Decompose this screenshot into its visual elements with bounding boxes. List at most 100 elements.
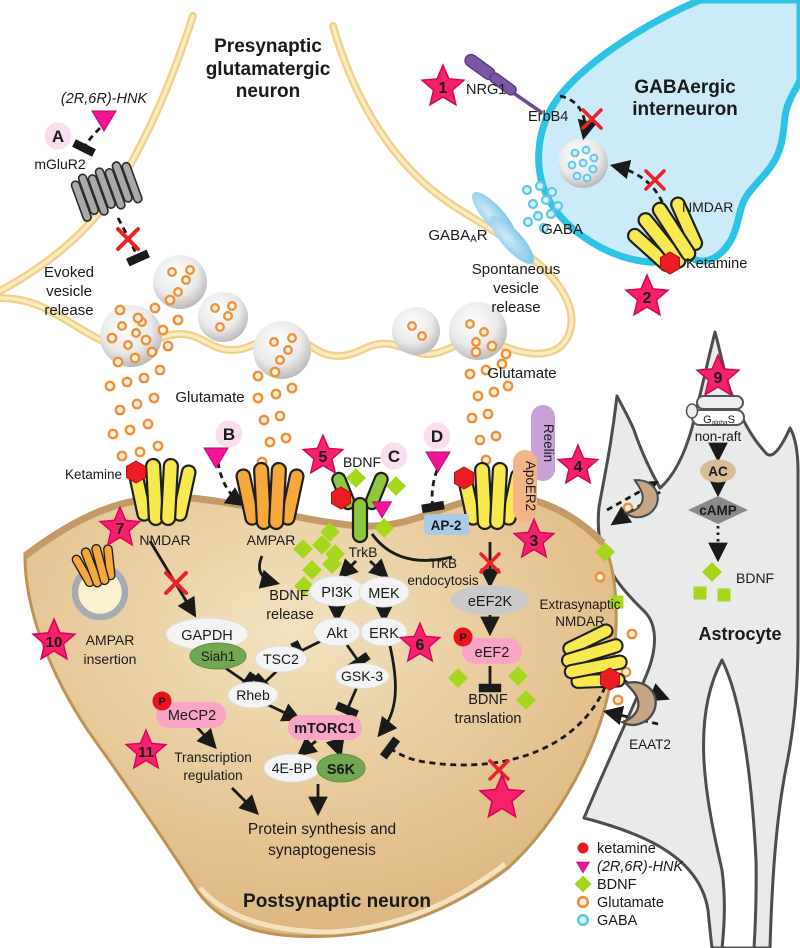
gaba-dots [521, 180, 564, 234]
4ebp-label: 4E-BP [272, 760, 312, 776]
gabaergic-title: GABAergic [634, 77, 736, 98]
badge-b: B [223, 425, 235, 444]
postsynaptic-title: Postsynaptic neuron [243, 891, 431, 912]
svg-text:9: 9 [714, 370, 723, 387]
svg-text:BDNF: BDNF [269, 588, 309, 604]
erbb4-label: ErbB4 [528, 109, 568, 125]
svg-text:NMDAR: NMDAR [555, 614, 605, 629]
apoer2-label: ApoER2 [523, 461, 538, 511]
svg-text:Transcription: Transcription [174, 750, 252, 765]
nmdar-post-label: NMDAR [139, 532, 190, 548]
svg-text:10: 10 [46, 634, 63, 651]
gapdh-label: GAPDH [181, 628, 233, 644]
svg-text:Extrasynaptic: Extrasynaptic [539, 597, 620, 612]
mglur2-receptor [70, 161, 143, 222]
legend-ketamine: ketamine [597, 841, 656, 857]
gabaa-receptor [471, 192, 535, 264]
ampar-label: AMPAR [247, 532, 296, 548]
gaba-ring-icon [576, 913, 590, 927]
galphas-label: GalphaS [703, 414, 735, 427]
svg-text:insertion: insertion [84, 651, 137, 667]
vesicle [253, 321, 311, 379]
reelin-label: Reelin [541, 424, 556, 462]
phospho-badge [152, 691, 172, 711]
nmdar-gaba-label: NMDAR [682, 199, 733, 215]
mglur2-label: mGluR2 [34, 156, 86, 172]
vesicle [198, 292, 248, 342]
glutamate-dots [104, 265, 638, 706]
nrg1-label: NRG1 [466, 82, 506, 98]
ap2-label: AP-2 [431, 518, 462, 533]
trkb-label: TrkB [348, 544, 377, 560]
eef2k-label: eEF2K [468, 594, 513, 610]
svg-text:glutamatergic: glutamatergic [206, 59, 331, 80]
svg-text:Protein synthesis and: Protein synthesis and [248, 821, 396, 838]
rheb-label: Rheb [236, 687, 270, 703]
bdnf-trkb-label: BDNF [343, 454, 381, 470]
ketamine-dot-icon [577, 842, 589, 854]
gaba-label: GABA [541, 221, 583, 238]
svg-text:release: release [266, 607, 314, 623]
eef2-label: eEF2 [475, 645, 510, 661]
star-numbers: 1 2 3 4 5 6 7 9 10 11 [46, 80, 723, 761]
legend-hnk: (2R,6R)-HNK [597, 859, 685, 875]
legend-gaba: GABA [597, 913, 638, 929]
svg-text:vesicle: vesicle [46, 283, 92, 300]
badge-d: D [431, 427, 443, 446]
legend-bdnf: BDNF [597, 877, 637, 893]
ketamine-post-label: Ketamine [65, 467, 122, 482]
svg-text:regulation: regulation [183, 768, 242, 783]
tsc2-label: TSC2 [263, 651, 299, 667]
svg-text:BDNF: BDNF [468, 692, 508, 708]
svg-text:endocytosis: endocytosis [407, 573, 479, 588]
pi3k-label: PI3K [321, 585, 353, 601]
ketamine-gaba-label: Ketamine [686, 256, 747, 272]
glutamate-label-left: Glutamate [175, 389, 244, 406]
svg-text:6: 6 [416, 637, 425, 654]
bdnf-astro-label: BDNF [736, 570, 774, 586]
svg-text:4: 4 [574, 459, 583, 476]
svg-text:vesicle: vesicle [493, 280, 539, 297]
presynaptic-title: Presynaptic [214, 36, 322, 57]
svg-text:interneuron: interneuron [632, 99, 738, 120]
vesicle [153, 255, 207, 309]
camp-label: cAMP [699, 503, 737, 518]
gaba-vesicle [558, 138, 608, 188]
svg-text:release: release [44, 302, 93, 319]
mek-label: MEK [368, 586, 400, 602]
phospho-badge [453, 627, 473, 647]
step-badges: A B C D [44, 122, 451, 470]
text-labels: Presynaptic glutamatergic neuron GABAerg… [34, 36, 781, 912]
svg-text:neuron: neuron [236, 81, 300, 102]
svg-text:P: P [158, 696, 165, 708]
mecp2-label: MeCP2 [168, 708, 216, 724]
svg-text:3: 3 [530, 533, 539, 550]
svg-text:11: 11 [138, 744, 154, 761]
gabaar-label: GABAAR [428, 227, 487, 245]
svg-text:Spontaneous: Spontaneous [472, 261, 560, 278]
mtorc1-label: mTORC1 [294, 721, 356, 737]
erk-label: ERK [369, 626, 399, 642]
hnk-triangle-icon [576, 861, 590, 874]
svg-text:translation: translation [455, 711, 522, 727]
siah1-label: Siah1 [201, 649, 236, 664]
bdnf-diamond-icon [574, 875, 592, 893]
astrocyte-title: Astrocyte [698, 624, 781, 644]
gsk3-label: GSK-3 [341, 668, 383, 684]
svg-text:P: P [459, 632, 466, 644]
nrg1-ligand [464, 53, 517, 96]
svg-text:synaptogenesis: synaptogenesis [268, 842, 376, 859]
ampar-insertion-vesicle [68, 539, 129, 621]
svg-text:7: 7 [116, 521, 125, 538]
hnk-label: (2R,6R)-HNK [61, 91, 149, 107]
signaling-nodes [152, 395, 748, 783]
nonraft-label: non-raft [695, 429, 742, 444]
svg-text:release: release [491, 299, 540, 316]
legend: ketamine (2R,6R)-HNK BDNF Glutamate GABA [574, 841, 685, 929]
svg-text:TrkB: TrkB [429, 556, 457, 571]
badge-c: C [388, 447, 400, 466]
glutamate-ring-icon [576, 895, 590, 909]
presynaptic-vesicles [100, 255, 507, 379]
